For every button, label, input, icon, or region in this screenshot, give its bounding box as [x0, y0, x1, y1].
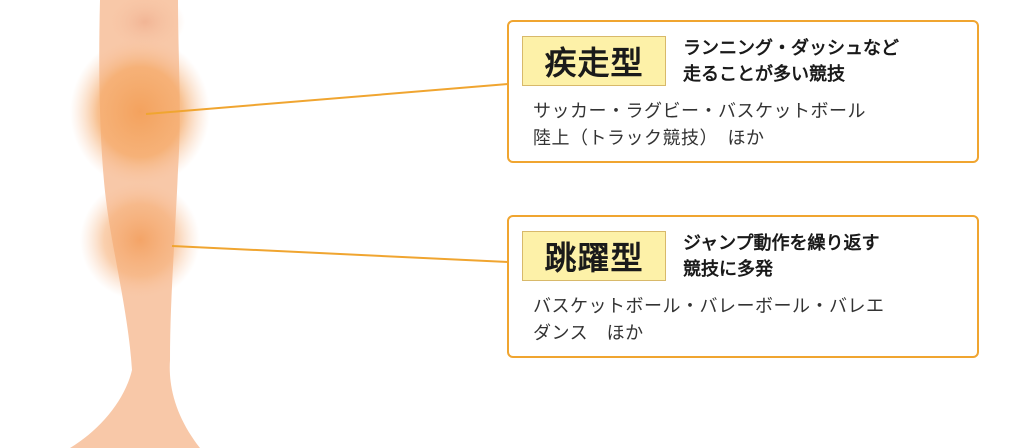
jump-type-badge: 跳躍型: [522, 231, 666, 281]
sprint-muscle-highlight: [70, 37, 210, 187]
description-line: 競技に多発: [683, 259, 773, 280]
sprint-type-description: ランニング・ダッシュなど 走ることが多い競技: [683, 36, 899, 88]
jump-sports-list: バスケットボール・バレーボール・バレエ ダンス ほか: [533, 293, 885, 347]
jump-connector-line: [171, 245, 509, 263]
sprint-sports-list: サッカー・ラグビー・バスケットボール 陸上（トラック競技） ほか: [533, 98, 866, 152]
sprint-connector-line: [145, 83, 509, 115]
description-line: ジャンプ動作を繰り返す: [683, 233, 880, 254]
sports-line: 陸上（トラック競技） ほか: [533, 128, 765, 149]
jump-type-description: ジャンプ動作を繰り返す 競技に多発: [683, 231, 880, 283]
jump-muscle-highlight: [80, 180, 200, 300]
sports-line: バスケットボール・バレーボール・バレエ: [533, 296, 885, 317]
sports-line: サッカー・ラグビー・バスケットボール: [533, 101, 866, 122]
jump-type-card: 跳躍型 ジャンプ動作を繰り返す 競技に多発 バスケットボール・バレーボール・バレ…: [507, 215, 979, 358]
sprint-type-badge: 疾走型: [522, 36, 666, 86]
sports-line: ダンス ほか: [533, 323, 644, 344]
sprint-type-card: 疾走型 ランニング・ダッシュなど 走ることが多い競技 サッカー・ラグビー・バスケ…: [507, 20, 979, 163]
description-line: 走ることが多い競技: [683, 64, 845, 85]
description-line: ランニング・ダッシュなど: [683, 38, 899, 59]
